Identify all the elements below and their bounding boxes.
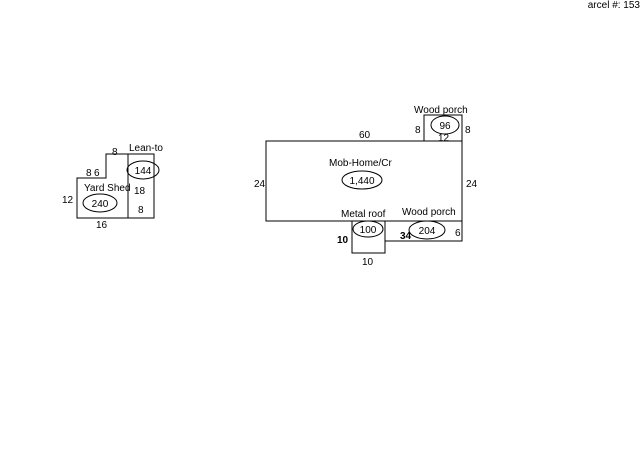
wood-porch-top-area-oval xyxy=(430,115,460,135)
dim-shed-top: 8 xyxy=(112,147,118,158)
metal-roof-area: 100 xyxy=(360,225,377,236)
lean-to-area-oval xyxy=(126,160,160,180)
dim-porch-top-bottom: 12 xyxy=(438,133,450,144)
lean-to-label: Lean-to xyxy=(129,143,163,154)
dim-porch-bottom-right: 6 xyxy=(455,228,461,239)
parcel-number: arcel #: 153 xyxy=(587,0,640,11)
yard-shed-area-oval xyxy=(82,193,118,213)
lean-to-area: 144 xyxy=(135,166,152,177)
mob-home-area: 1,440 xyxy=(349,176,374,187)
mob-home-area-oval xyxy=(341,170,383,190)
dim-shed-bottom: 16 xyxy=(96,220,108,231)
mob-home-label: Mob-Home/Cr xyxy=(329,158,392,169)
dim-shed-step-b: 6 xyxy=(94,168,100,179)
metal-roof-area-oval xyxy=(352,220,384,238)
wood-porch-bottom-area: 204 xyxy=(419,226,436,237)
dim-metal-left: 10 xyxy=(337,235,349,246)
wood-porch-top-area: 96 xyxy=(439,121,451,132)
dim-home-left: 24 xyxy=(254,179,266,190)
dim-shed-left: 12 xyxy=(62,195,74,206)
wood-porch-bottom-label: Wood porch xyxy=(402,207,456,218)
wood-porch-top-label: Wood porch xyxy=(414,105,468,116)
dim-metal-bottom: 10 xyxy=(362,257,374,268)
dim-home-right: 24 xyxy=(466,179,478,190)
dim-lean-right-upper: 18 xyxy=(134,186,146,197)
wood-porch-bottom-area-oval xyxy=(408,220,446,240)
dim-porch-top-right: 8 xyxy=(465,125,471,136)
yard-shed-label: Yard Shed xyxy=(84,183,131,194)
dim-shed-step-a: 8 xyxy=(86,168,92,179)
yard-shed-outline xyxy=(76,153,155,219)
wood-porch-top-outline xyxy=(423,114,463,142)
dim-lean-right-lower: 8 xyxy=(138,205,144,216)
yard-shed-area: 240 xyxy=(92,199,109,210)
dim-home-top: 60 xyxy=(359,130,371,141)
dim-porch-top-left: 8 xyxy=(415,125,421,136)
dim-porch-bottom-left: 34 xyxy=(400,231,412,242)
metal-roof-label: Metal roof xyxy=(341,209,386,220)
